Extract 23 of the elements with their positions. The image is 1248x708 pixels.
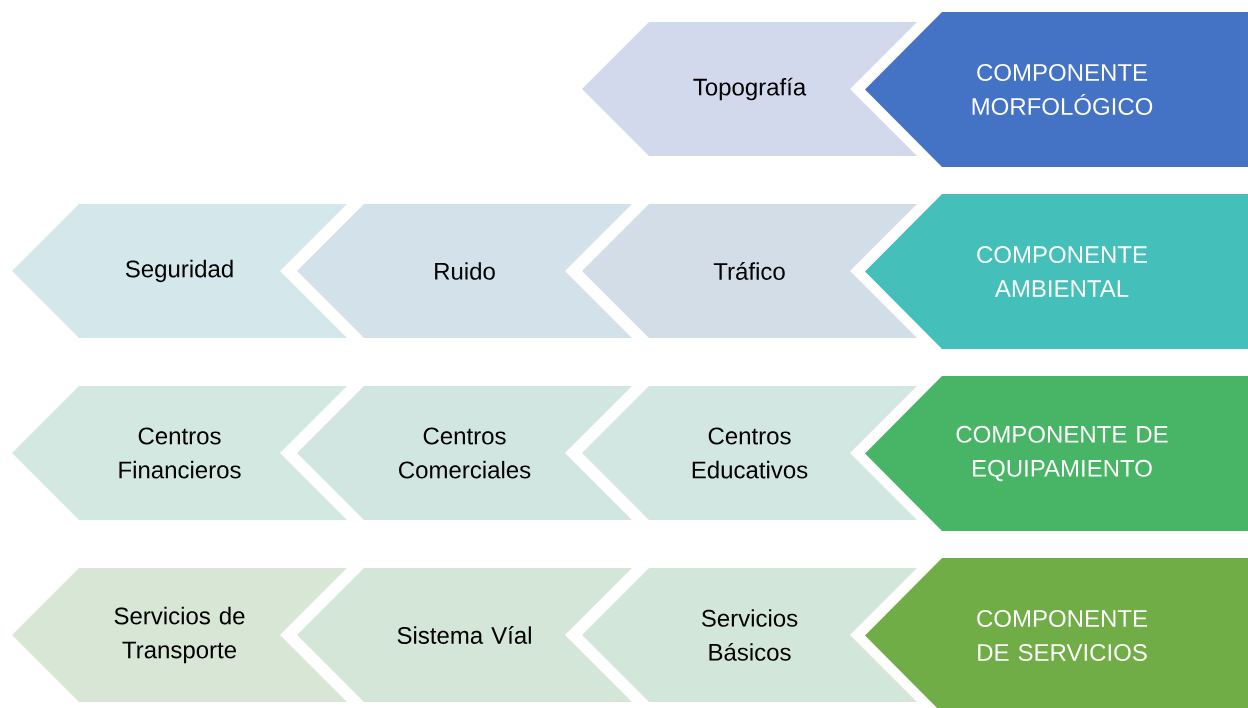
category-band: Centros Financieros xyxy=(12,386,347,520)
node-label: Sistema Víal xyxy=(397,626,531,644)
node-label: Tráfico xyxy=(713,262,785,280)
heading-band: COMPONENTE DE SERVICIOS xyxy=(865,558,1248,708)
heading-band: COMPONENTE DE EQUIPAMIENTO xyxy=(865,376,1248,531)
category-band: Sistema Víal xyxy=(297,568,632,702)
category-band: Topografía xyxy=(582,22,917,156)
node-label: Servicios Básicos xyxy=(701,609,798,661)
heading-band: COMPONENTE MORFOLÓGICO xyxy=(865,12,1248,167)
category-band: Centros Comerciales xyxy=(297,386,632,520)
category-band: Seguridad xyxy=(12,204,347,338)
node-label: Seguridad xyxy=(125,259,233,283)
node-label: Centros Comerciales xyxy=(399,427,531,479)
category-band: Servicios Básicos xyxy=(582,568,917,702)
category-band: Ruido xyxy=(297,204,632,338)
category-band: Servicios de Transporte xyxy=(12,568,347,702)
node-label: Centros Financieros xyxy=(119,427,241,479)
node-label: Servicios de Transporte xyxy=(114,606,245,664)
category-band: Tráfico xyxy=(582,204,917,338)
node-label: Centros Educativos xyxy=(692,427,808,479)
category-band: Centros Educativos xyxy=(582,386,917,520)
heading-band: COMPONENTE AMBIENTAL xyxy=(865,194,1248,349)
node-label: Ruido xyxy=(435,262,495,280)
